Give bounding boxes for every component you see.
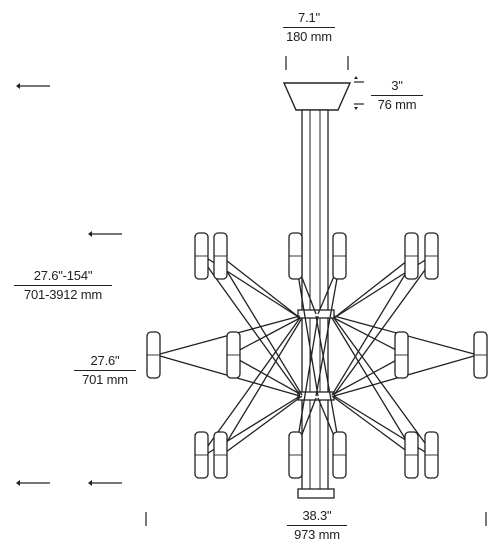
fixture-height-metric: 701 mm [82,372,128,387]
base [297,488,335,499]
canopy-width-imperial: 7.1" [283,10,335,28]
canopy [282,82,352,111]
fixture-height-imperial: 27.6" [74,353,136,371]
canopy-width-label: 7.1" 180 mm [283,10,335,45]
overall-height-label: 27.6"-154" 701-3912 mm [14,268,112,303]
canopy-height-label: 3" 76 mm [371,78,423,113]
overall-height-metric: 701-3912 mm [23,287,102,302]
canopy-height-imperial: 3" [371,78,423,96]
canopy-height-metric: 76 mm [377,97,417,112]
fixture-width-metric: 973 mm [294,527,340,542]
fixture-width-imperial: 38.3" [287,508,347,526]
overall-height-imperial: 27.6"-154" [14,268,112,286]
fixture-width-label: 38.3" 973 mm [287,508,347,543]
fixture-height-label: 27.6" 701 mm [74,353,136,388]
canopy-width-metric: 180 mm [286,29,332,44]
